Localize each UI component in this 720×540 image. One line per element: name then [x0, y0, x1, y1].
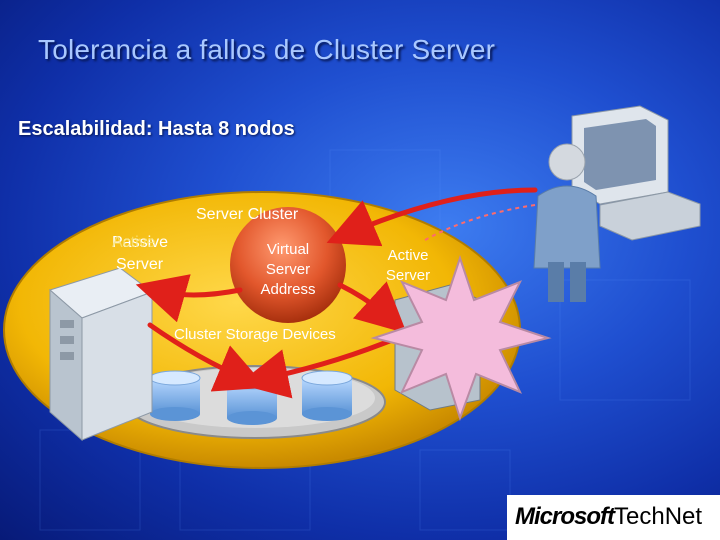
- left-server-state-overlay-label: Active: [112, 234, 156, 251]
- client-computer-icon: [571, 105, 701, 241]
- cluster-label: Server Cluster: [196, 206, 299, 223]
- arrow-virtual-to-passive: [135, 274, 243, 323]
- arrow-client-to-cluster: [326, 187, 538, 247]
- microsoft-technet-logo: MicrosoftTechNet: [507, 495, 720, 540]
- logo-text: MicrosoftTechNet: [515, 503, 702, 531]
- logo-product: TechNet: [614, 503, 703, 530]
- slide-subtitle: Escalabilidad: Hasta 8 nodos: [18, 118, 295, 140]
- virtual-server-label: Virtual Server Address: [260, 241, 316, 298]
- failure-burst-icon: [370, 254, 552, 422]
- arrow-active-to-storage: [238, 337, 395, 399]
- arrow-client-dashed: [424, 204, 536, 241]
- storage-label: Cluster Storage Devices: [174, 326, 336, 343]
- storage-disk: [226, 374, 278, 425]
- storage-disk: [149, 370, 201, 421]
- left-server-state-label: Passive: [112, 234, 169, 251]
- virtual-server-address: [230, 207, 346, 323]
- logo-brand: Microsoft: [515, 503, 615, 530]
- arrow-virtual-to-active: [337, 281, 407, 334]
- slide-title: Tolerancia a fallos de Cluster Server: [38, 34, 496, 65]
- left-server-label: Server: [116, 256, 164, 273]
- user-icon: [533, 143, 601, 302]
- storage-disk: [301, 370, 353, 421]
- passive-server-icon: [49, 267, 154, 442]
- right-server-label: Active Server: [385, 247, 431, 284]
- arrow-passive-to-storage: [147, 322, 267, 392]
